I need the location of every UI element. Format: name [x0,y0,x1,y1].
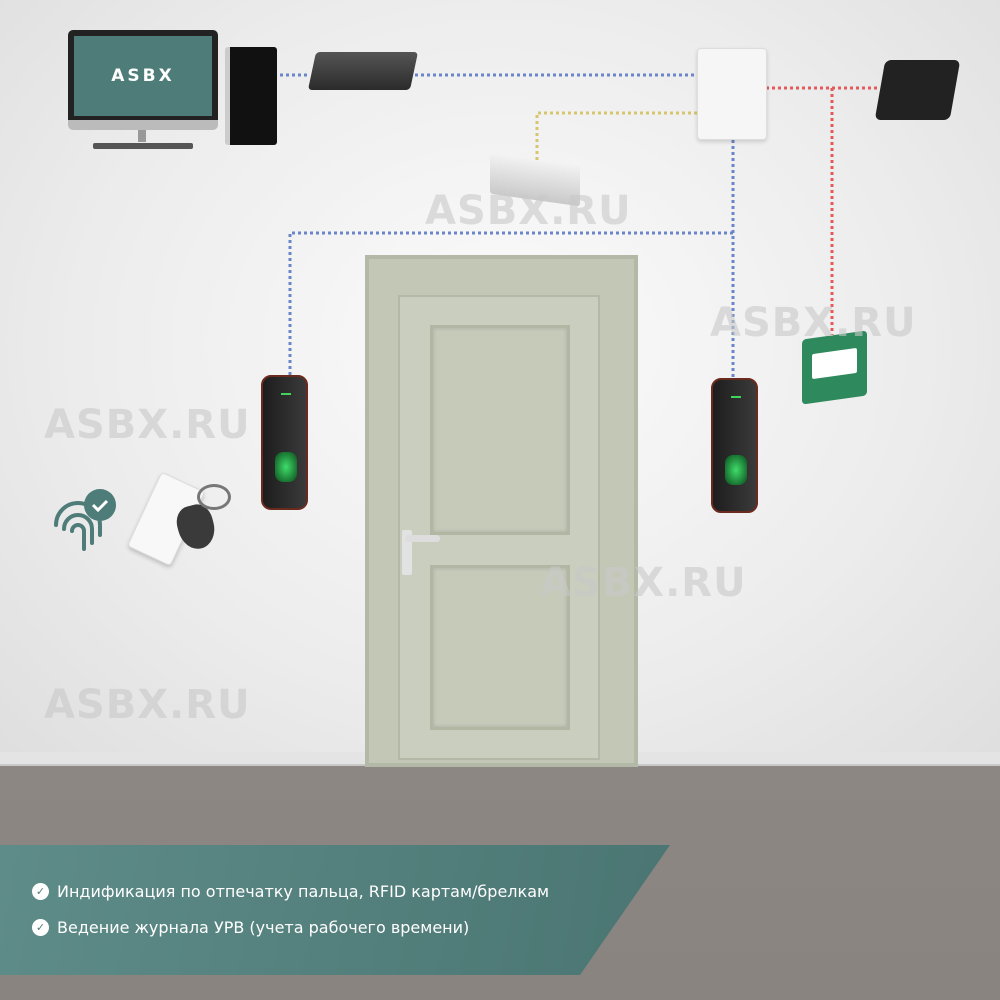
watermark: ASBX.RU [44,402,251,448]
door-handle[interactable] [405,535,440,542]
watermark: ASBX.RU [710,300,917,346]
watermark: ASBX.RU [425,188,632,234]
keyboard [93,143,193,149]
key-ring [197,484,231,510]
watermark: ASBX.RU [44,682,251,728]
biometric-reader-right [711,378,758,513]
watermark: ASBX.RU [540,560,747,606]
feature-text: Ведение журнала УРВ (учета рабочего врем… [57,918,470,937]
feature-banner [0,845,670,975]
checkmark-icon: ✓ [32,919,49,936]
fingerprint-check-icon [54,489,116,551]
lock-line [535,111,697,160]
fingerprint-sensor [275,452,297,482]
checkmark-icon: ✓ [32,883,49,900]
feature-item: ✓ Ведение журнала УРВ (учета рабочего вре… [32,918,469,937]
feature-text: Индификация по отпечатку пальца, RFID ка… [57,882,550,901]
door-handle-plate [402,530,412,575]
feature-item: ✓ Индификация по отпечатку пальца, RFID к… [32,882,549,901]
door-panel-top [430,325,570,535]
monitor-screen: ASBX [74,36,212,116]
monitor: ASBX [68,30,218,130]
pc-tower [225,47,277,145]
network-switch [307,52,419,90]
door-panel-bottom [430,565,570,730]
access-controller [697,48,767,140]
biometric-reader-left [261,375,308,510]
power-supply [874,60,961,120]
monitor-stand [138,130,146,142]
fingerprint-sensor [725,455,747,485]
